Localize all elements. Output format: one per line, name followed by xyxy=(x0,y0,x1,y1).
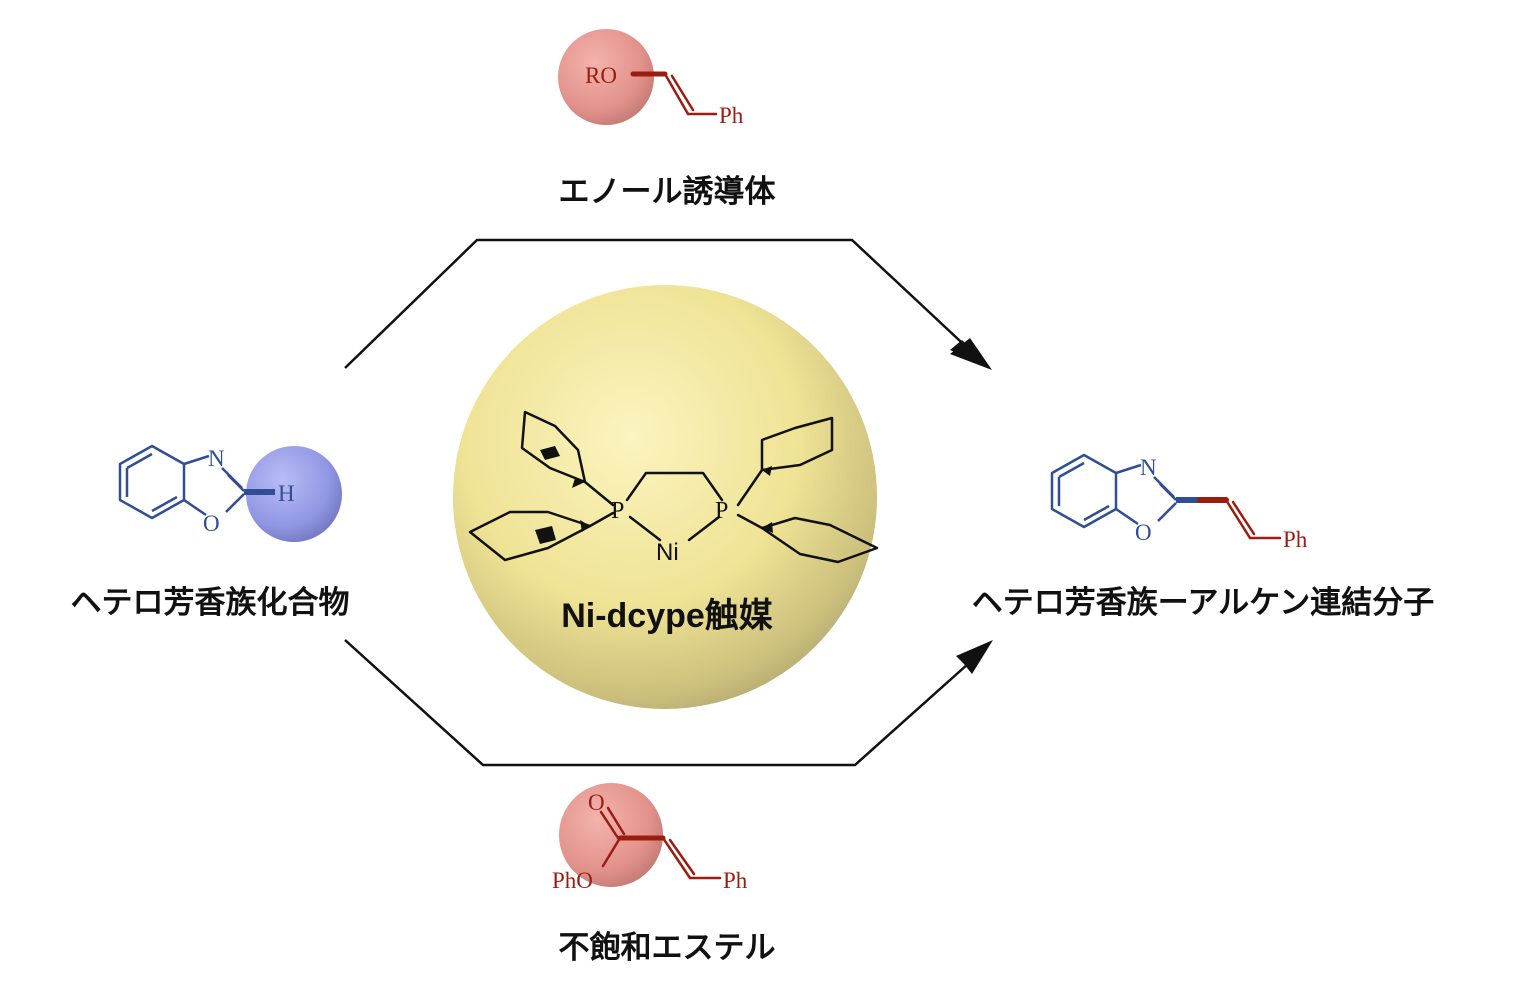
left-n-atom: N xyxy=(208,446,225,471)
p-left-atom: P xyxy=(611,498,624,524)
left-o-atom: O xyxy=(203,511,220,536)
ester-ph-label: Ph xyxy=(723,868,748,893)
ni-atom: Ni xyxy=(656,539,679,566)
right-ph-label: Ph xyxy=(1283,527,1308,552)
ni-dcype-structure xyxy=(468,410,879,564)
ni-dcype-wedges xyxy=(535,446,773,544)
catalyst-sphere xyxy=(453,285,877,709)
benzoxazole-left xyxy=(118,444,275,520)
upper-reaction-path xyxy=(344,238,976,369)
catalyst-label: Ni-dcype触媒 xyxy=(561,597,774,635)
enol-label: エノール誘導体 xyxy=(559,174,776,210)
benzoxazole-right xyxy=(1050,453,1200,529)
ester-structure xyxy=(599,806,722,880)
enol-ro-label: RO xyxy=(585,63,617,88)
product-alkene xyxy=(1197,497,1282,540)
lower-arrowhead xyxy=(956,640,993,674)
product-label: ヘテロ芳香族ーアルケン連結分子 xyxy=(972,585,1435,621)
lower-reaction-path xyxy=(344,639,979,767)
ester-sphere xyxy=(559,783,663,887)
enol-sphere xyxy=(558,29,654,125)
enol-structure xyxy=(630,71,718,116)
upper-arrowhead-fill xyxy=(950,338,992,370)
right-n-atom: N xyxy=(1140,455,1157,480)
left-h-atom: H xyxy=(278,481,295,506)
ester-label: 不飽和エステル xyxy=(559,930,776,966)
ester-o-atom: O xyxy=(588,790,605,815)
hydrogen-sphere xyxy=(246,446,342,542)
ester-pho-label: PhO xyxy=(552,868,593,893)
p-right-atom: P xyxy=(715,498,728,524)
right-o-atom: O xyxy=(1135,520,1152,545)
heteroaromatic-label: ヘテロ芳香族化合物 xyxy=(71,585,350,621)
enol-ph-label: Ph xyxy=(719,103,744,128)
